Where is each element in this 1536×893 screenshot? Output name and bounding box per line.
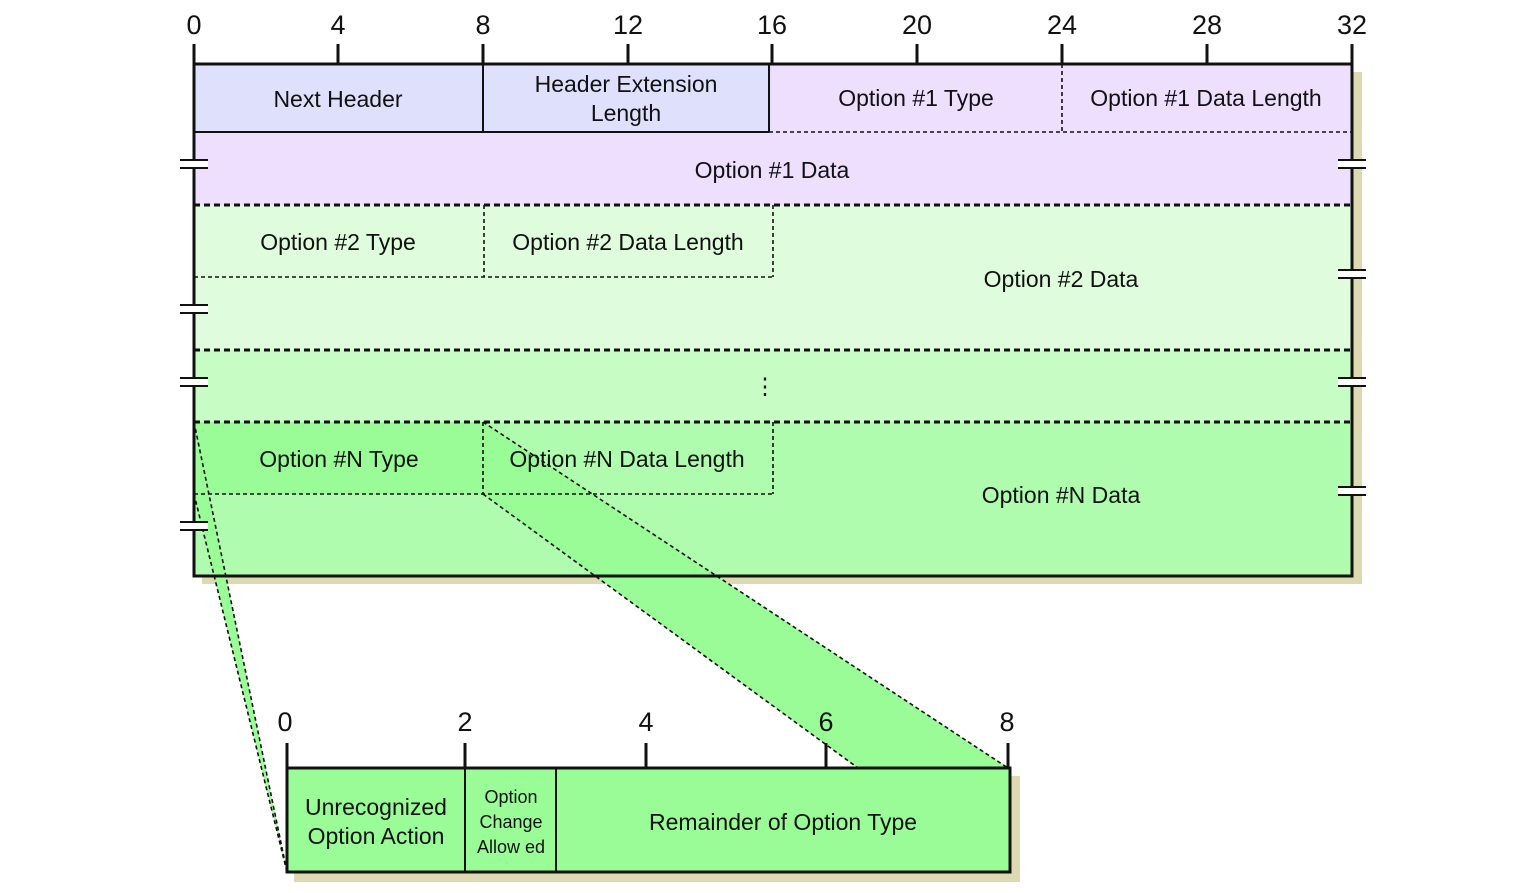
bottom-ruler-tick-label: 0 [277, 707, 292, 737]
top-ruler [192, 44, 1354, 64]
top-ruler-tick-label: 12 [613, 10, 643, 40]
ellipsis-label: ⋮ [754, 373, 777, 399]
bottom-ruler-tick-label: 8 [999, 707, 1014, 737]
sub-box-outline [285, 766, 1012, 874]
top-ruler-tick-label: 32 [1337, 10, 1367, 40]
next-header-label: Next Header [273, 86, 402, 112]
option2-data-label: Option #2 Data [984, 266, 1139, 292]
top-ruler-tick-label: 8 [475, 10, 490, 40]
projection-line-2 [193, 493, 288, 873]
top-ruler-tick-label: 24 [1047, 10, 1077, 40]
break-mark [180, 521, 208, 531]
option1-data-label: Option #1 Data [695, 157, 850, 183]
option1-type-label: Option #1 Type [838, 85, 994, 111]
option-change-allowed-label: Change [479, 812, 542, 832]
break-mark [180, 159, 208, 169]
option2-data-length-label: Option #2 Data Length [512, 229, 743, 255]
break-mark [180, 377, 208, 387]
top-ruler-tick-label: 4 [330, 10, 345, 40]
break-mark [1338, 377, 1366, 387]
top-ruler-tick-label: 20 [902, 10, 932, 40]
option-type-detail-box [287, 768, 1010, 872]
bottom-ruler-tick-label: 4 [638, 707, 653, 737]
ellipsis-region [194, 350, 1352, 422]
option1-data-length-label: Option #1 Data Length [1090, 85, 1321, 111]
break-mark [1338, 159, 1366, 169]
optionN-data-length-label: Option #N Data Length [509, 446, 744, 472]
option-change-allowed-label: Allow ed [477, 837, 545, 857]
unrecognized-option-action-label: Unrecognized [305, 794, 447, 820]
bottom-ruler [285, 743, 1010, 768]
break-mark [180, 304, 208, 314]
optionN-type-field [194, 422, 483, 494]
break-mark [1338, 269, 1366, 279]
bottom-ruler-tick-label: 2 [457, 707, 472, 737]
break-mark [1338, 486, 1366, 496]
option2-type-label: Option #2 Type [260, 229, 416, 255]
bottom-ruler-tick-label: 6 [818, 707, 833, 737]
option-change-allowed-label: Option [484, 787, 537, 807]
optionN-data-label: Option #N Data [982, 482, 1141, 508]
top-ruler-tick-label: 0 [186, 10, 201, 40]
header-ext-length-label: Header Extension [535, 71, 718, 97]
remainder-of-option-type-label: Remainder of Option Type [649, 809, 917, 835]
break-marks [180, 159, 1366, 531]
projection-line-4 [482, 493, 859, 769]
top-ruler-tick-label: 28 [1192, 10, 1222, 40]
header-ext-length-label: Length [591, 100, 661, 126]
unrecognized-option-action-label: Option Action [308, 823, 445, 849]
optionN-type-label: Option #N Type [259, 446, 418, 472]
option1-data-field [194, 132, 1352, 205]
top-ruler-tick-label: 16 [757, 10, 787, 40]
